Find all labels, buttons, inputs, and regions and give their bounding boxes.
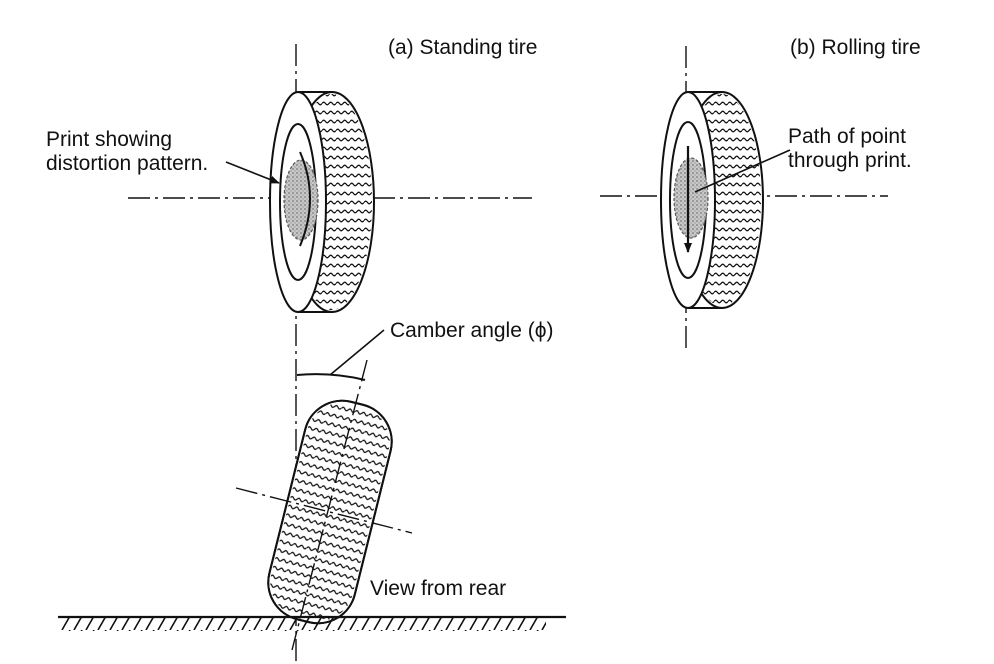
standing-contact-print (283, 159, 319, 241)
camber-view-figure (58, 329, 566, 651)
rolling-tire-label: (b) Rolling tire (790, 36, 921, 59)
path-label-line1: Path of point (788, 125, 906, 148)
view-from-rear-label: View from rear (370, 577, 506, 600)
path-leader (694, 149, 791, 193)
print-leader-arrow (225, 161, 280, 184)
ground-hatching (60, 617, 546, 631)
camber-angle-label: Camber angle (ϕ) (390, 319, 554, 342)
path-label-line2: through print. (788, 149, 912, 172)
wheel-spin-axis (235, 487, 413, 534)
rolling-tire-figure (600, 46, 888, 352)
distortion-arc (299, 151, 311, 247)
rolling-contact-print (673, 157, 709, 239)
print-label-line2: distortion pattern. (46, 152, 208, 175)
camber-leader (329, 329, 385, 376)
standing-tire-label: (a) Standing tire (388, 36, 537, 59)
tilted-tire-axis (291, 359, 368, 651)
standing-tire-figure (128, 44, 532, 662)
print-label-line1: Print showing (46, 128, 172, 151)
